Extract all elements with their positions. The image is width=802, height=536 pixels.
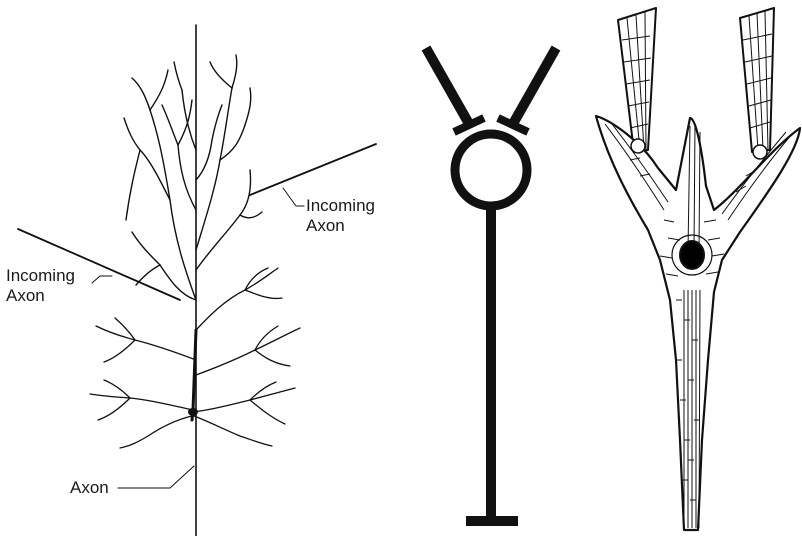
cellular-neuron-panel bbox=[596, 8, 800, 530]
incoming-axon-left-line2: Axon bbox=[6, 286, 75, 306]
axon-leader bbox=[118, 466, 194, 488]
cell-body-circle bbox=[455, 134, 527, 206]
right-input-line bbox=[514, 48, 556, 122]
cell-outline bbox=[596, 116, 800, 530]
incoming-axon-top-leader bbox=[283, 188, 304, 206]
left-input-line bbox=[426, 48, 468, 122]
right-synapse bbox=[753, 145, 767, 159]
incoming-axon-top-line1: Incoming bbox=[306, 196, 375, 216]
nucleus bbox=[680, 241, 704, 269]
apical-dendrites bbox=[124, 55, 262, 300]
incoming-axon-top-line2: Axon bbox=[306, 216, 375, 236]
incoming-axon-left-label: Incoming Axon bbox=[6, 266, 75, 306]
axon-label: Axon bbox=[70, 478, 109, 498]
incoming-axon-top-label: Incoming Axon bbox=[306, 196, 375, 236]
incoming-axon-left-line1: Incoming bbox=[6, 266, 75, 286]
right-incoming-column bbox=[740, 8, 774, 152]
schematic-neuron-panel bbox=[426, 48, 556, 521]
incoming-axon-top-line bbox=[250, 144, 376, 195]
left-synapse bbox=[631, 139, 645, 153]
incoming-axon-left-leader bbox=[92, 276, 112, 283]
